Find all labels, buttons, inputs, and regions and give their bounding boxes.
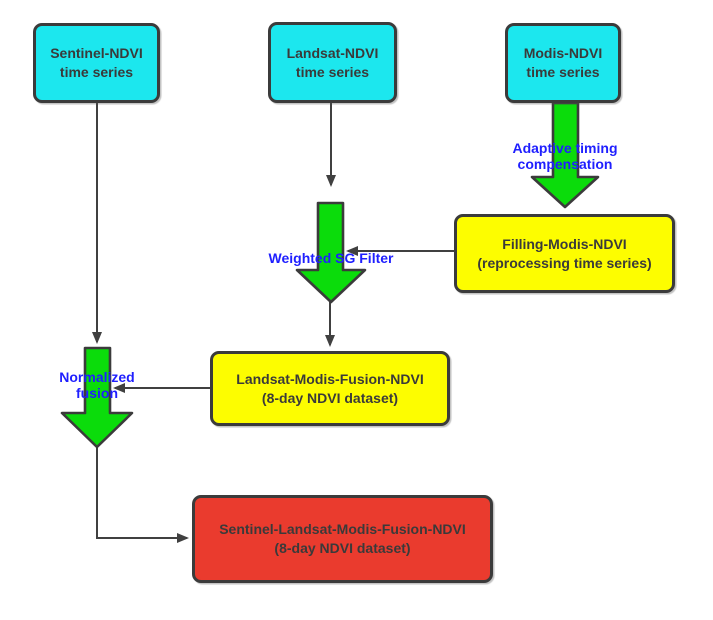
label-weighted-sg-filter: Weighted SG Filter: [268, 250, 394, 266]
connector-normalized-fusion-to-output-box: [96, 447, 189, 543]
node-sentinel-ndvi: Sentinel-NDVI time series: [33, 23, 160, 103]
label-adaptive-timing-compensation: Adaptive timing compensation: [512, 140, 618, 172]
block-arrow-normalized-fusion: [60, 346, 134, 449]
block-arrow-weighted-sg: [295, 201, 367, 304]
node-landsat-ndvi: Landsat-NDVI time series: [268, 22, 397, 103]
node-modis-ndvi: Modis-NDVI time series: [505, 23, 621, 103]
label-normalized-fusion: Normalized fusion: [59, 369, 135, 401]
node-sentinel-landsat-modis-fusion-ndvi: Sentinel-Landsat-Modis-Fusion-NDVI (8-da…: [192, 495, 493, 583]
node-filling-modis-ndvi: Filling-Modis-NDVI (reprocessing time se…: [454, 214, 675, 293]
block-arrow-adaptive-timing: [530, 101, 600, 209]
node-landsat-modis-fusion-ndvi: Landsat-Modis-Fusion-NDVI (8-day NDVI da…: [210, 351, 450, 426]
